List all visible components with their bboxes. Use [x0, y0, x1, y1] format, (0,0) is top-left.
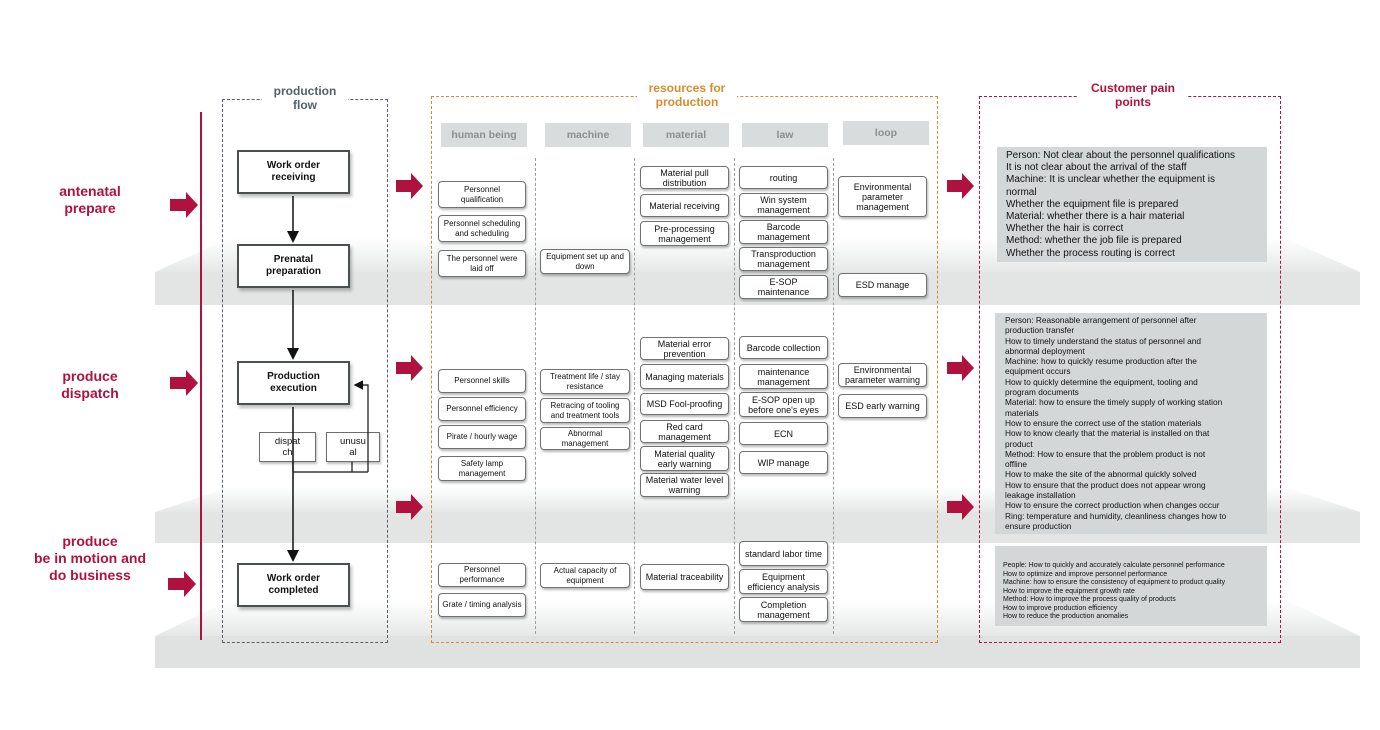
resource-law: WIP manage [739, 451, 828, 474]
column-separator [535, 158, 536, 634]
resource-material: Material traceability [640, 564, 729, 590]
column-separator [734, 158, 735, 634]
resource-human: Personnel performance [438, 563, 526, 587]
resource-law: standard labor time [739, 541, 828, 566]
resource-human: The personnel were laid off [438, 250, 526, 277]
resource-material: Managing materials [640, 364, 729, 389]
pain-points-title: Customer pain points [1078, 81, 1188, 109]
section-arrow-icon [947, 494, 974, 520]
stage-arrows [168, 173, 974, 597]
resource-machine: Actual capacity of equipment [540, 563, 630, 588]
resource-material: Material receiving [640, 194, 729, 217]
resource-law: E-SOP maintenance [739, 275, 828, 299]
stage-label-dispatch: produce dispatch [61, 368, 119, 401]
resource-material: MSD Fool-proofing [640, 393, 729, 415]
resource-law: maintenance management [739, 364, 828, 389]
stage-label-business: produce be in motion and do business [34, 533, 146, 583]
resource-machine: Treatment life / stay resistance [540, 369, 630, 394]
stage-axis-line [200, 112, 202, 640]
slab-side-3 [155, 636, 1360, 668]
resource-loop: Environmental parameter management [838, 176, 927, 217]
section-arrow-icon [396, 355, 423, 381]
resource-law: Barcode management [739, 220, 828, 244]
resource-loop: Environmental parameter warning [838, 363, 927, 387]
resource-material: Pre-processing management [640, 221, 729, 246]
section-arrow-icon [947, 173, 974, 199]
column-head-law: law [742, 123, 828, 147]
resource-loop: ESD manage [838, 273, 927, 297]
resource-machine: Abnormal management [540, 427, 630, 450]
flow-loop-arrow [353, 380, 369, 472]
resource-loop: ESD early warning [838, 394, 927, 418]
stage-label-antenatal: antenatal prepare [59, 183, 121, 216]
section-arrow-icon [947, 355, 974, 381]
resource-human: Grate / timing analysis [438, 593, 526, 617]
resource-material: Material quality early warning [640, 446, 729, 471]
resource-law: Barcode collection [739, 336, 828, 359]
column-separator [634, 158, 635, 634]
section-arrow-icon [396, 494, 423, 520]
resource-law: routing [739, 166, 828, 189]
resource-law: Win system management [739, 193, 828, 217]
resource-human: Personnel scheduling and scheduling [438, 215, 526, 242]
resource-law: Transproduction management [739, 247, 828, 271]
resource-human: Personnel efficiency [438, 397, 526, 421]
resource-human: Pirate / hourly wage [438, 425, 526, 449]
resource-machine: Retracing of tooling and treatment tools [540, 398, 630, 423]
resource-machine: Equipment set up and down [540, 249, 630, 274]
stage-arrow-icon [170, 192, 198, 218]
resource-material: Material water level warning [640, 473, 729, 497]
pain-points-dispatch: Person: Reasonable arrangement of person… [995, 313, 1267, 534]
stage-arrow-icon [170, 370, 198, 396]
resource-law: ECN [739, 422, 828, 445]
resource-law: Completion management [739, 597, 828, 622]
resource-law: E-SOP open up before one's eyes [739, 392, 828, 417]
stage-arrow-icon [168, 571, 196, 597]
resource-law: Equipment efficiency analysis [739, 569, 828, 594]
column-head-human: human being [441, 123, 527, 147]
resource-material: Material error prevention [640, 337, 729, 360]
pain-points-antenatal: Person: Not clear about the personnel qu… [997, 147, 1267, 262]
column-head-material: material [643, 123, 729, 147]
pain-points-business: People: How to quickly and accurately ca… [995, 546, 1267, 626]
resources-title: resources for production [637, 81, 737, 109]
section-arrow-icon [396, 173, 423, 199]
resource-human: Personnel skills [438, 369, 526, 393]
production-flow-title: production flow [262, 84, 348, 112]
column-separator [833, 158, 834, 634]
column-head-machine: machine [545, 123, 631, 147]
resource-human: Safety lamp management [438, 456, 526, 481]
resource-human: Personnel qualification [438, 181, 526, 208]
resource-material: Red card management [640, 420, 729, 443]
resource-material: Material pull distribution [640, 166, 729, 189]
column-head-loop: loop [843, 121, 929, 145]
